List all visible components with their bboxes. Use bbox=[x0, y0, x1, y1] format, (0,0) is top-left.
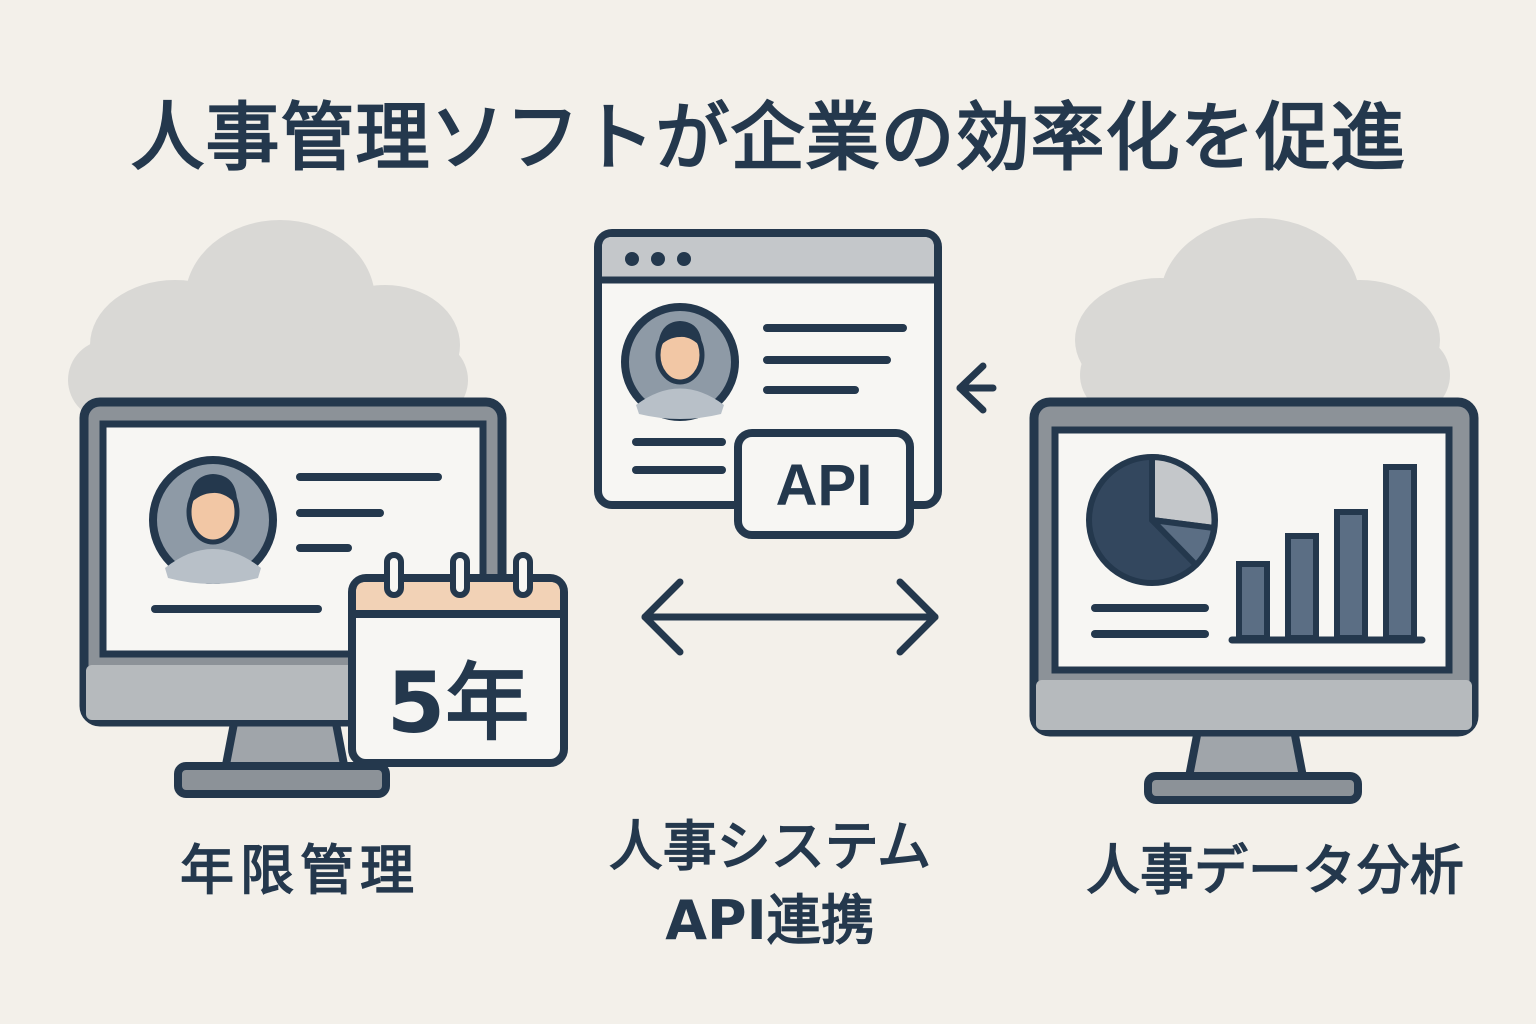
double-arrow-icon bbox=[641, 578, 939, 656]
api-badge-icon bbox=[734, 429, 914, 539]
avatar-icon bbox=[621, 303, 739, 421]
pie-chart-icon bbox=[1086, 454, 1218, 586]
arrow-left-icon bbox=[956, 362, 997, 414]
calendar-years-text: 5年 bbox=[386, 654, 530, 752]
avatar-icon bbox=[149, 456, 277, 584]
monitor-icon bbox=[1029, 397, 1479, 804]
cloud-icon bbox=[68, 220, 468, 420]
label-term-management: 年限管理 bbox=[180, 839, 420, 902]
bar-chart-icon bbox=[1228, 464, 1426, 644]
label-hr-data-analysis: 人事データ分析 bbox=[1086, 839, 1464, 902]
calendar-icon bbox=[348, 552, 568, 767]
label-api-integration: 人事システム API連携 bbox=[560, 810, 980, 958]
label-api-line1: 人事システム bbox=[608, 815, 932, 878]
api-badge-text: API bbox=[775, 453, 873, 518]
label-api-line2: API連携 bbox=[665, 889, 875, 952]
page-title: 人事管理ソフトが企業の効率化を促進 bbox=[130, 95, 1406, 181]
cloud-icon bbox=[1075, 218, 1450, 415]
